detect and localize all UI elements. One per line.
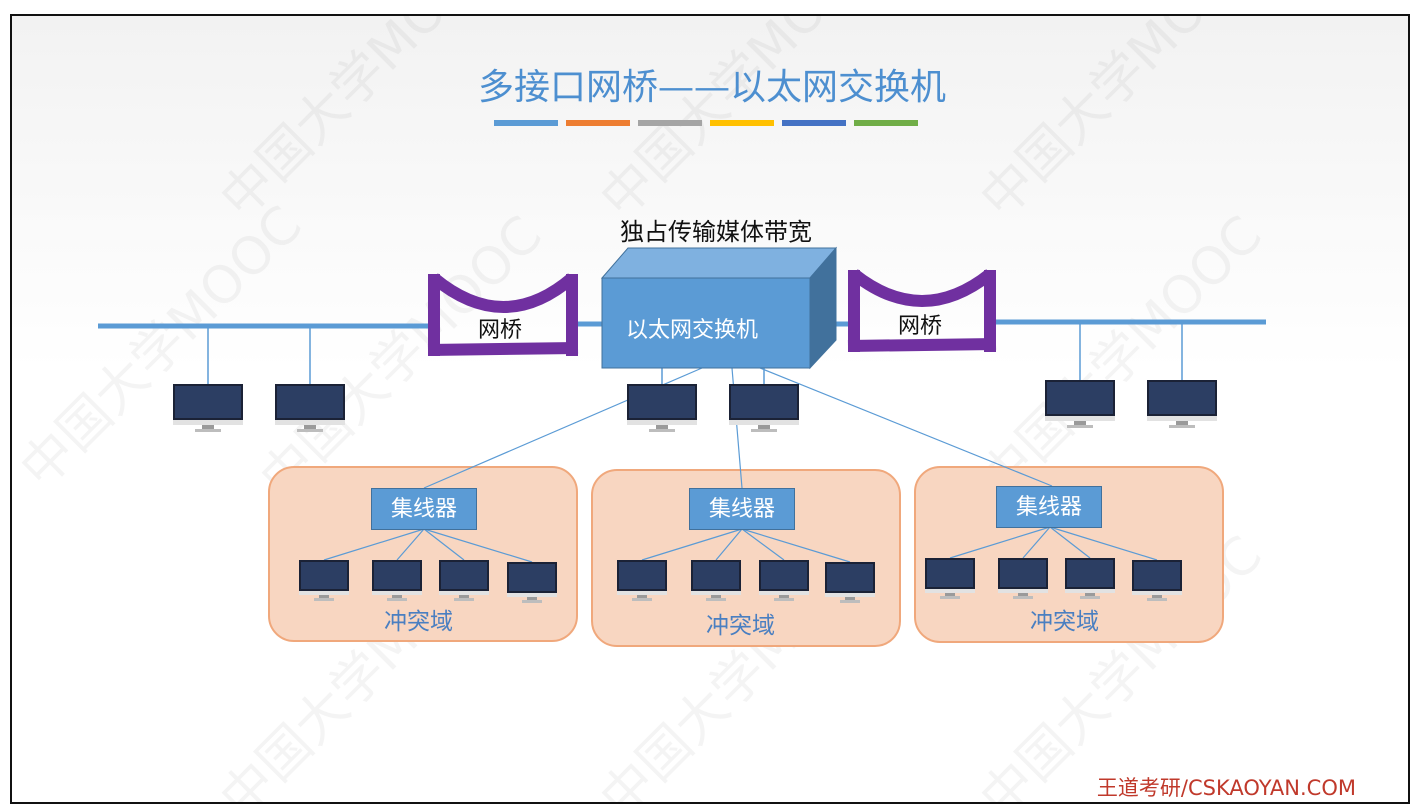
monitor-icon <box>691 560 741 602</box>
collision-domain-label-1: 冲突域 <box>384 609 453 635</box>
slide: 中国大学MOOC 中国大学MOOC 中国大学MOOC 中国大学MOOC 中国大学… <box>10 14 1410 804</box>
monitor-icon <box>925 558 975 600</box>
collision-domain-2 <box>591 469 901 647</box>
monitor-icon <box>299 560 349 602</box>
monitor-icon <box>1065 558 1115 600</box>
bridge-label-right: 网桥 <box>898 314 943 339</box>
network-diagram <box>98 246 1266 563</box>
title-color-bar-3 <box>638 120 702 126</box>
title-color-bar-4 <box>710 120 774 126</box>
monitor-icon <box>1147 380 1217 428</box>
monitor-icon <box>825 562 875 604</box>
hub-1: 集线器 <box>371 488 477 530</box>
title-color-bar-6 <box>854 120 918 126</box>
monitor-icon <box>617 560 667 602</box>
monitor-icon <box>372 560 422 602</box>
footer-brand: 王道考研/CSKAOYAN.COM <box>1096 776 1356 800</box>
bridge-label-left: 网桥 <box>478 318 523 343</box>
monitor-icon <box>998 558 1048 600</box>
collision-domain-label-2: 冲突域 <box>706 613 775 639</box>
hub-3: 集线器 <box>996 486 1102 528</box>
bridge-icon-right <box>847 269 997 352</box>
monitor-icon <box>1045 380 1115 428</box>
title-color-bar-5 <box>782 120 846 126</box>
monitor-icon <box>1132 560 1182 602</box>
monitor-icon <box>507 562 557 604</box>
title-color-bar-2 <box>566 120 630 126</box>
monitor-icon <box>439 560 489 602</box>
monitor-icon <box>627 384 697 432</box>
title-color-bar-1 <box>494 120 558 126</box>
switch-label: 以太网交换机 <box>626 318 759 343</box>
monitor-icon <box>759 560 809 602</box>
monitor-icon <box>173 384 243 432</box>
bridge-icon-left <box>427 273 579 356</box>
title-color-bars <box>494 120 918 126</box>
collision-domain-label-3: 冲突域 <box>1030 609 1099 635</box>
monitor-icon <box>275 384 345 432</box>
monitor-icon <box>729 384 799 432</box>
slide-title: 多接口网桥——以太网交换机 <box>477 67 946 108</box>
hub-2: 集线器 <box>689 488 795 530</box>
exclusive-bandwidth-caption: 独占传输媒体带宽 <box>620 218 812 246</box>
switch-box-icon <box>600 246 838 370</box>
